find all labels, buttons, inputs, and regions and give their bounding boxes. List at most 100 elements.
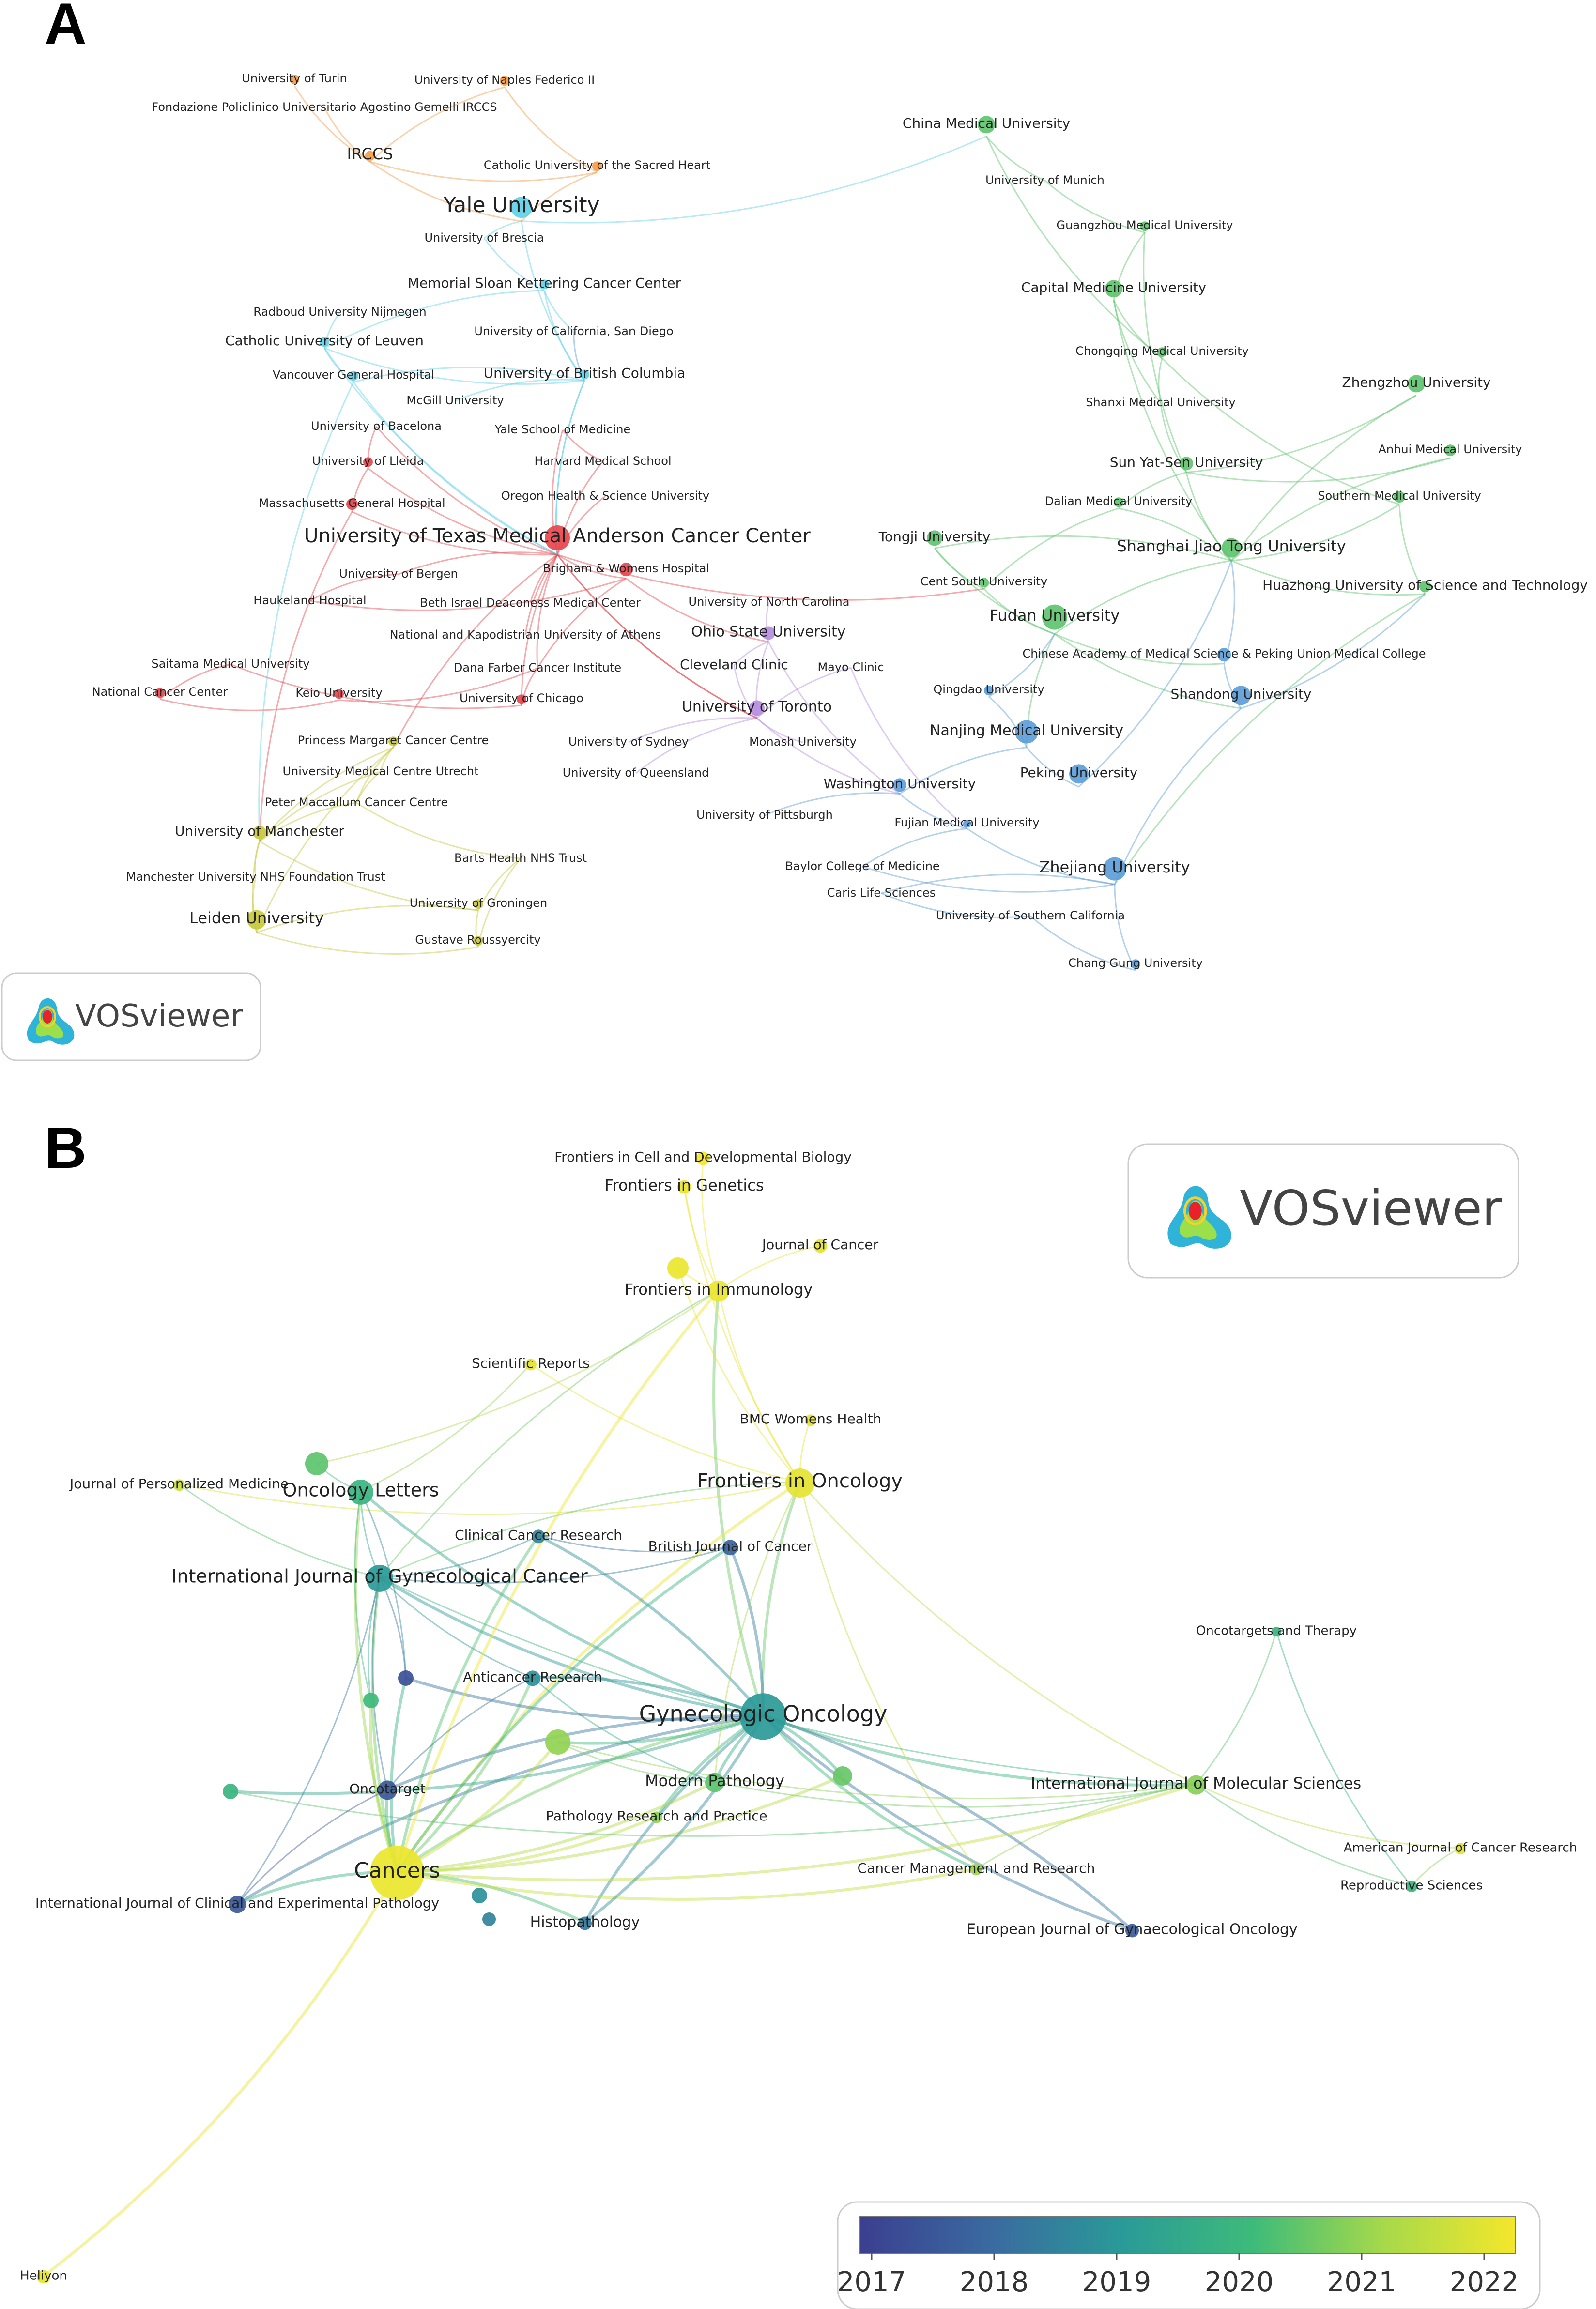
node-label: Mayo Clinic <box>817 660 884 674</box>
node-label: Ohio State University <box>691 624 845 641</box>
journal-node-bmc-womens-health: BMC Womens Health <box>740 1411 882 1427</box>
node-circle <box>511 197 532 218</box>
network-b-edge <box>761 1481 801 1716</box>
journal-node-british-journal-of-cancer: British Journal of Cancer <box>648 1538 813 1556</box>
node-circle <box>1157 347 1167 357</box>
node-label: Frontiers in Immunology <box>625 1280 813 1299</box>
journal-node-cancer-management-and-research: Cancer Management and Research <box>858 1860 1095 1876</box>
node-circle <box>1394 491 1405 503</box>
network-a-edge <box>504 87 598 173</box>
node-circle <box>1455 1843 1466 1855</box>
network-b-edge <box>397 1783 1197 1881</box>
institution-node-ohio-state-university: Ohio State University <box>691 624 845 641</box>
institution-node-cleveland-clinic: Cleveland Clinic <box>680 657 788 673</box>
network-b-edge <box>762 1714 977 1870</box>
network-a-edge <box>764 792 900 816</box>
node-label: Sun Yat-Sen University <box>1110 454 1263 470</box>
node-label: International Journal of Gynecological C… <box>171 1566 588 1587</box>
network-a-edge <box>934 548 1055 635</box>
node-circle <box>749 700 765 716</box>
network-a-edge <box>983 588 1055 635</box>
network-a-edge <box>1231 560 1426 596</box>
network-b-edge <box>371 1577 388 1790</box>
network-a-edge <box>521 135 987 224</box>
node-circle <box>500 76 509 86</box>
network-a-edge <box>1044 180 1145 233</box>
journal-node-gynecologic-oncology: Gynecologic Oncology <box>639 1693 887 1740</box>
network-a-edge <box>380 747 394 772</box>
institution-node-beth-israel-deaconess-medical-center: Beth Israel Deaconess Medical Center <box>420 596 641 610</box>
institution-node-university-of-texas-medical-anderson-cancer-center: University of Texas Medical Anderson Can… <box>304 525 811 550</box>
node-circle <box>173 1479 185 1491</box>
colorbar-gradient <box>859 2216 1516 2254</box>
node-circle <box>1140 221 1150 231</box>
institution-node-university-of-bacelona: University of Bacelona <box>311 419 442 433</box>
network-b-edge <box>799 1482 977 1869</box>
network-a-edge <box>1114 593 1426 885</box>
node-circle <box>348 1479 373 1505</box>
institution-node-princess-margaret-cancer-centre: Princess Margaret Cancer Centre <box>298 734 489 747</box>
node-label: University of Lleida <box>312 454 424 468</box>
network-b-edge <box>354 1491 372 1701</box>
network-a-edge <box>1078 560 1232 788</box>
network-b-edge <box>532 1677 715 1783</box>
institution-node-shanghai-jiao-tong-university: Shanghai Jiao Tong University <box>1117 537 1346 558</box>
network-a-edge <box>1398 504 1426 595</box>
node-circle <box>525 1670 540 1686</box>
vosviewer-logo-b: VOSviewer <box>1127 1143 1519 1279</box>
node-circle <box>1105 280 1122 298</box>
institution-node-memorial-sloan-kettering-cancer-center: Memorial Sloan Kettering Cancer Center <box>408 275 681 291</box>
node-label: Gustave Roussyercity <box>415 933 540 947</box>
institution-node-national-and-kapodistrian-university-of-athens: National and Kapodistrian University of … <box>390 628 661 642</box>
node-circle <box>532 1529 545 1544</box>
network-a-edge <box>934 535 1232 562</box>
network-a-edge <box>983 507 1119 590</box>
institution-node-qingdao-university: Qingdao University <box>933 683 1044 696</box>
network-b-edge <box>1196 1783 1412 1887</box>
institution-node-university-of-groningen: University of Groningen <box>410 896 547 910</box>
node-label: Shanghai Jiao Tong University <box>1117 537 1346 555</box>
node-label: Nanjing Medical University <box>930 722 1123 739</box>
network-b-edges <box>43 1157 1461 2278</box>
institution-node-china-medical-university: China Medical University <box>903 115 1070 134</box>
institution-node-university-of-sydney: University of Sydney <box>568 735 689 749</box>
network-a-edge <box>369 161 598 182</box>
colorbar-tick-label: 2019 <box>1082 2266 1151 2298</box>
network-b-edge <box>397 1780 716 1873</box>
network-a-edge <box>1186 394 1417 474</box>
network-a-edge <box>1241 593 1426 709</box>
journal-node-international-journal-of-gynecological-cancer: International Journal of Gynecological C… <box>171 1564 588 1592</box>
node-circle <box>984 686 994 696</box>
network-b-edge <box>537 1534 765 1716</box>
node-label: Journal of Cancer <box>761 1237 879 1253</box>
journal-node-american-journal-of-cancer-research: American Journal of Cancer Research <box>1344 1841 1578 1855</box>
network-a-edge <box>324 347 585 385</box>
journal-node-european-journal-of-gynaecological-oncology: European Journal of Gynaecological Oncol… <box>967 1921 1298 1938</box>
node-circle <box>229 1896 246 1913</box>
network-a-edge <box>368 467 558 555</box>
journal-node-unlabeled <box>833 1766 852 1786</box>
network-a-edge <box>899 793 967 829</box>
institution-node-zhengzhou-university: Zhengzhou University <box>1342 374 1491 393</box>
node-label: IRCCS <box>347 145 393 163</box>
network-b-edge <box>230 1714 764 1795</box>
node-circle <box>1180 457 1193 471</box>
network-b-edge <box>397 1774 844 1873</box>
institution-node-peking-university: Peking University <box>1020 764 1137 784</box>
network-b-edge <box>583 1714 764 1924</box>
journal-node-unlabeled <box>398 1670 414 1686</box>
node-label: Cancer Management and Research <box>858 1860 1095 1876</box>
panel-b-letter: B <box>45 1116 87 1180</box>
network-b-edge <box>396 1545 731 1873</box>
network-a-edge <box>988 633 1056 698</box>
node-circle <box>482 1912 496 1926</box>
network-b-edge <box>405 1677 764 1721</box>
node-circle <box>1222 538 1241 558</box>
institution-node-university-of-chicago: University of Chicago <box>460 691 583 705</box>
institution-node-dana-farber-cancer-institute: Dana Farber Cancer Institute <box>454 661 621 674</box>
node-circle <box>651 1811 662 1823</box>
network-b-edge <box>379 1576 533 1679</box>
node-circle <box>1217 648 1231 662</box>
network-b-edge <box>712 1290 765 1716</box>
